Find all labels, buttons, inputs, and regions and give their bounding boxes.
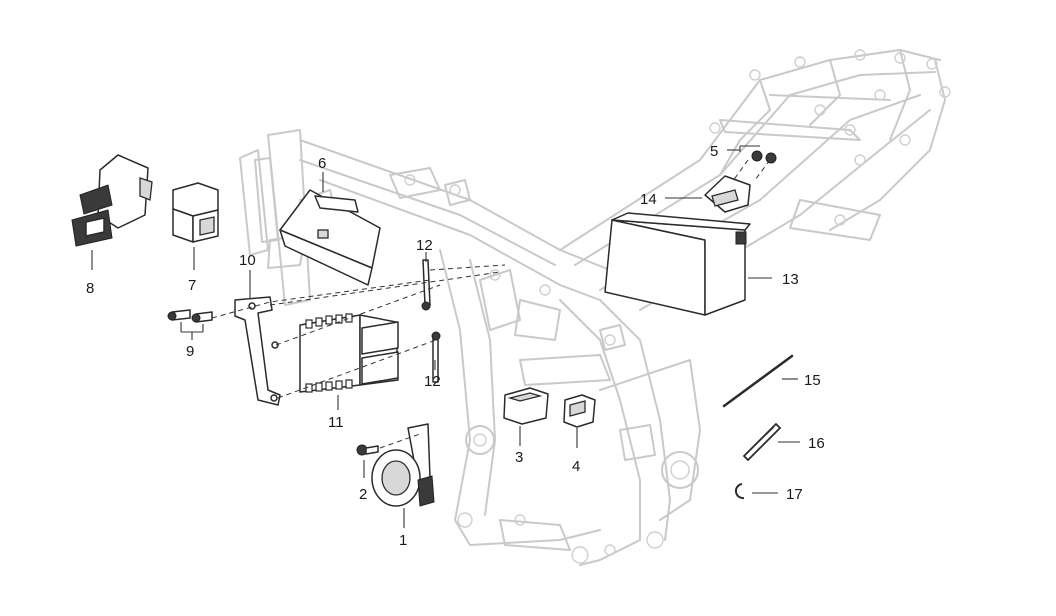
part-5-nuts xyxy=(727,145,777,164)
callout-14: 14 xyxy=(640,191,657,208)
callout-9: 9 xyxy=(186,343,194,360)
part-1-horn xyxy=(371,423,435,528)
callout-labels: 1 2 3 4 5 6 7 8 9 10 11 12 12 13 14 15 1… xyxy=(86,143,825,549)
callout-13: 13 xyxy=(782,271,799,288)
callout-16: 16 xyxy=(808,435,825,452)
callout-12a: 12 xyxy=(416,237,433,254)
callout-5: 5 xyxy=(710,143,718,160)
part-17-clip xyxy=(734,483,778,500)
callout-17: 17 xyxy=(786,486,803,503)
part-6-ecu xyxy=(279,172,381,286)
part-14-starter-relay xyxy=(665,175,751,213)
assembly-lines xyxy=(211,159,771,399)
part-3-module xyxy=(503,387,549,446)
part-4-module xyxy=(563,394,596,448)
callout-8: 8 xyxy=(86,280,94,297)
callout-10: 10 xyxy=(239,252,256,269)
part-13-battery xyxy=(604,212,772,316)
motorcycle-frame xyxy=(239,49,951,566)
part-10-bracket xyxy=(234,270,281,406)
part-8-fuse-box xyxy=(71,154,153,270)
part-12-bolts xyxy=(421,252,441,383)
part-9-screws xyxy=(167,309,213,340)
callout-12b: 12 xyxy=(424,373,441,390)
part-7-relay xyxy=(172,182,219,270)
callout-3: 3 xyxy=(515,449,523,466)
callout-4: 4 xyxy=(572,458,580,475)
part-2-bolt xyxy=(356,444,379,478)
callout-1: 1 xyxy=(399,532,407,549)
part-16-strap xyxy=(742,422,800,462)
part-15-cable-tie xyxy=(722,354,798,408)
part-11-regulator xyxy=(299,313,399,410)
callout-11: 11 xyxy=(328,414,344,431)
callout-2: 2 xyxy=(359,486,367,503)
callout-6: 6 xyxy=(318,155,326,172)
callout-15: 15 xyxy=(804,372,821,389)
callout-7: 7 xyxy=(188,277,196,294)
